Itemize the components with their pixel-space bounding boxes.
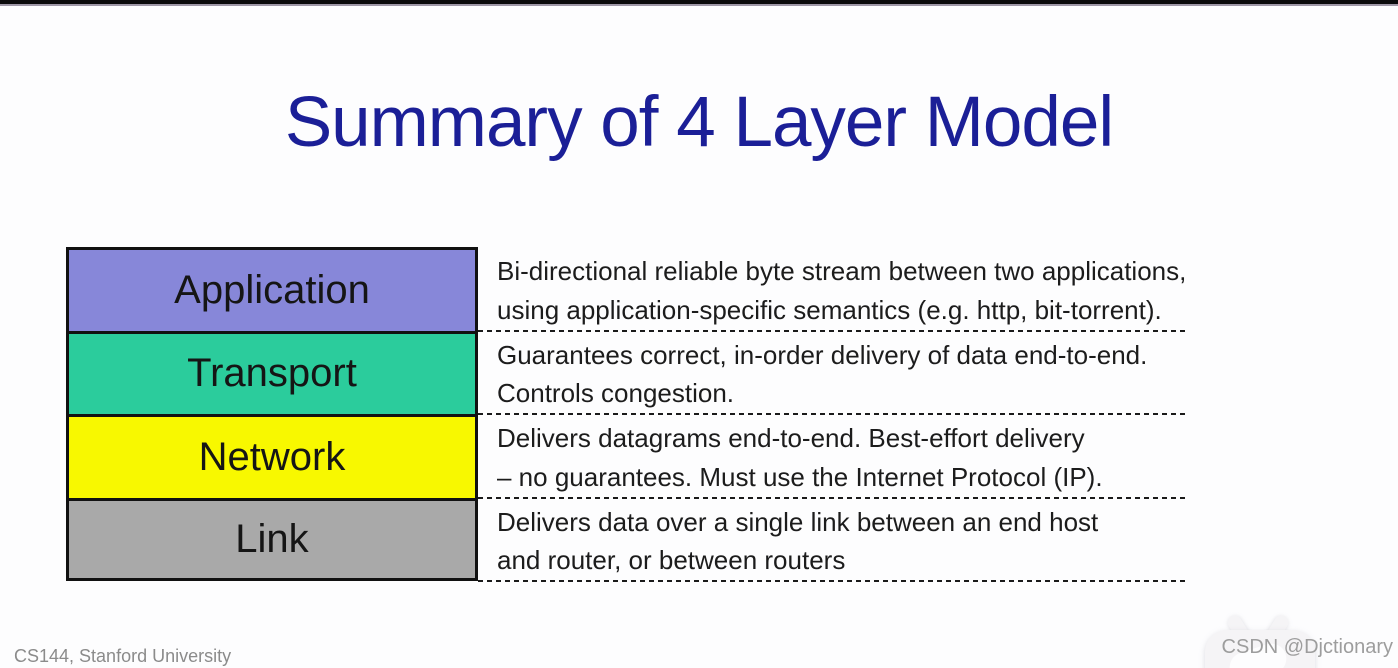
description-line: Bi-directional reliable byte stream betw… [497,256,1187,287]
watermark-text: CSDN @Djctionary [1221,636,1393,658]
layer-label: Link [235,516,309,561]
watermark: CSDN @Djctionary [1195,596,1398,668]
description-line: – no guarantees. Must use the Internet P… [497,461,1103,492]
layer-diagram: Application Bi-directional reliable byte… [66,247,1187,582]
layer-label: Network [198,434,346,479]
top-bar [0,0,1398,4]
description-line: Delivers data over a single link between… [497,506,1099,537]
top-bar-underline [0,4,1398,6]
description-line: Delivers datagrams end-to-end. Best-effo… [497,423,1085,454]
layer-description: Delivers data over a single link between… [478,498,1187,582]
page-title: Summary of 4 Layer Model [284,83,1114,162]
layer-box: Application [66,247,478,331]
layer-label: Application [174,267,370,312]
description-line: and router, or between routers [497,545,846,576]
description-line: Controls congestion. [497,378,735,409]
description-line: Guarantees correct, in-order delivery of… [497,339,1148,370]
layer-label: Transport [187,351,357,396]
csdn-logo-icon [1205,612,1315,668]
layer-box: Network [66,414,478,498]
layer-description: Bi-directional reliable byte stream betw… [478,247,1187,331]
layer-description: Delivers datagrams end-to-end. Best-effo… [478,414,1187,498]
layer-box: Transport [66,330,478,414]
footer-credit: CS144, Stanford University [14,646,232,666]
layer-box: Link [66,497,478,581]
layer-description: Guarantees correct, in-order delivery of… [478,331,1187,415]
description-line: using application-specific semantics (e.… [497,294,1162,325]
